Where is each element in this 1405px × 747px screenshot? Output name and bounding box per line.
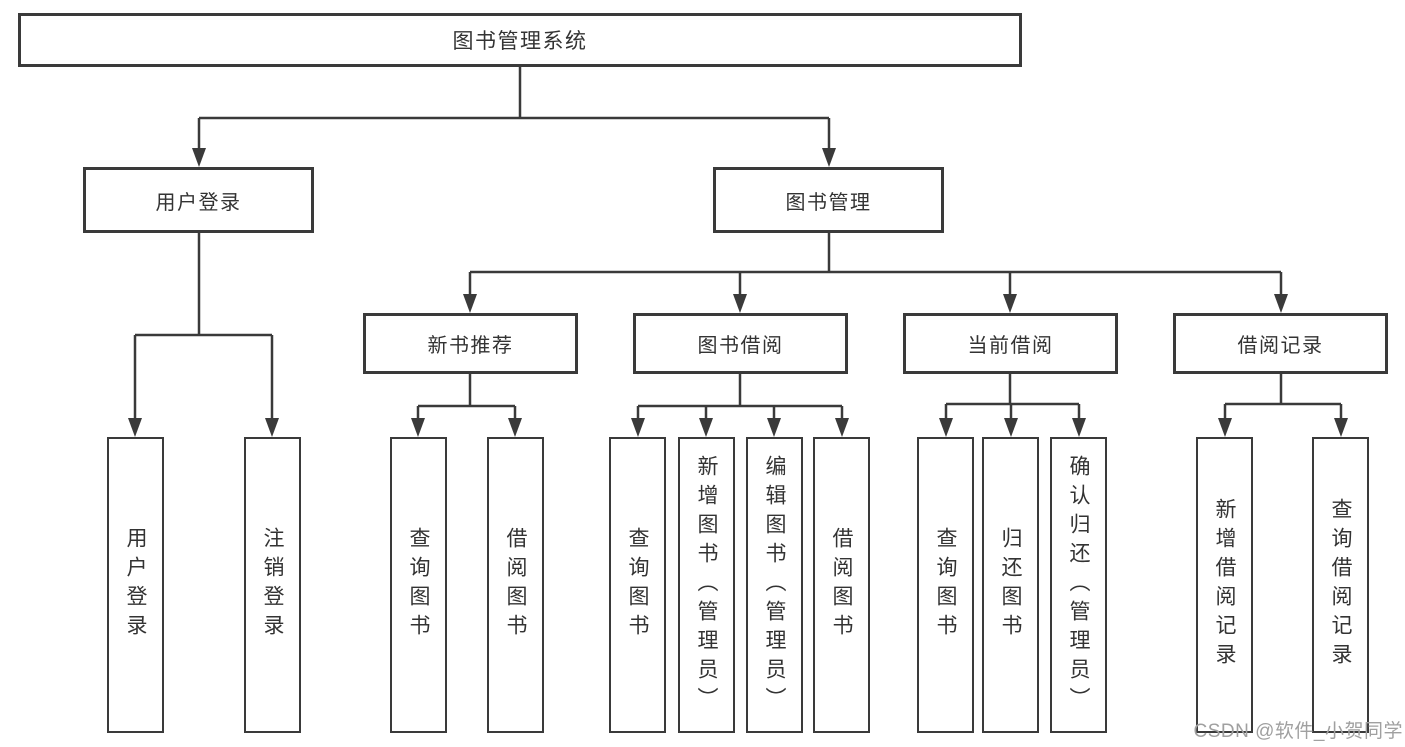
node-label: 图书管理系统	[452, 30, 588, 53]
leaf-current-return-book: 归还图书	[982, 437, 1039, 733]
node-label: 查询借阅记录	[1329, 498, 1352, 672]
node-label: 用户登录	[155, 191, 242, 214]
leaf-recommend-query-book: 查询图书	[390, 437, 447, 733]
leaf-current-confirm-return: 确认归还（管理员）	[1050, 437, 1107, 733]
node-root: 图书管理系统	[18, 13, 1022, 67]
node-label: 图书管理	[785, 191, 872, 214]
node-current-borrow: 当前借阅	[903, 313, 1118, 374]
leaf-logout: 注销登录	[244, 437, 301, 733]
watermark: CSDN @软件_小贺同学	[1193, 721, 1403, 742]
leaf-record-add: 新增借阅记录	[1196, 437, 1253, 733]
node-user-login: 用户登录	[83, 167, 314, 233]
leaf-current-query-book: 查询图书	[917, 437, 974, 733]
node-new-book-recommend: 新书推荐	[363, 313, 578, 374]
leaf-borrow-borrow-book: 借阅图书	[813, 437, 870, 733]
node-label: 查询图书	[407, 527, 430, 643]
node-label: 图书借阅	[697, 335, 784, 357]
leaf-borrow-add-book: 新增图书（管理员）	[678, 437, 735, 733]
leaf-borrow-edit-book: 编辑图书（管理员）	[746, 437, 803, 733]
node-label: 新书推荐	[427, 335, 514, 357]
leaf-record-query: 查询借阅记录	[1312, 437, 1369, 733]
node-label: 新增图书（管理员）	[695, 454, 718, 716]
node-label: 借阅记录	[1237, 335, 1324, 357]
leaf-borrow-query-book: 查询图书	[609, 437, 666, 733]
node-label: 新增借阅记录	[1213, 498, 1236, 672]
node-label: 确认归还（管理员）	[1067, 454, 1090, 716]
node-label: 编辑图书（管理员）	[763, 454, 786, 716]
leaf-recommend-borrow-book: 借阅图书	[487, 437, 544, 733]
node-label: 用户登录	[124, 527, 147, 643]
node-borrow-record: 借阅记录	[1173, 313, 1388, 374]
node-label: 借阅图书	[504, 527, 527, 643]
node-label: 注销登录	[261, 527, 284, 643]
node-label: 查询图书	[626, 527, 649, 643]
leaf-user-login: 用户登录	[107, 437, 164, 733]
node-label: 查询图书	[934, 527, 957, 643]
node-book-borrow: 图书借阅	[633, 313, 848, 374]
node-label: 借阅图书	[830, 527, 853, 643]
node-label: 归还图书	[999, 527, 1022, 643]
node-book-management: 图书管理	[713, 167, 944, 233]
node-label: 当前借阅	[967, 335, 1054, 357]
